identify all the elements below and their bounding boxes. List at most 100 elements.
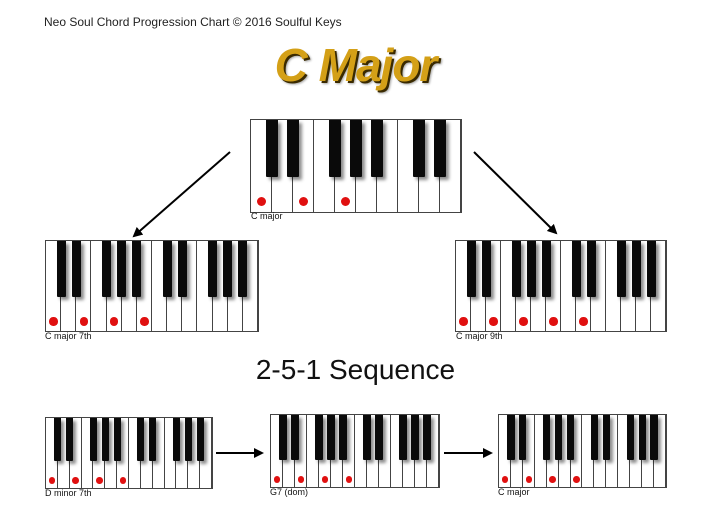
white-key	[69, 418, 82, 488]
note-dot	[501, 476, 509, 483]
note-dot	[573, 476, 580, 483]
note-dot	[341, 197, 350, 207]
black-key	[66, 418, 74, 462]
black-key	[646, 241, 656, 297]
black-key	[375, 415, 383, 460]
black-key	[54, 418, 62, 462]
black-key	[162, 241, 172, 297]
black-key	[328, 120, 342, 178]
note-dot	[49, 317, 58, 326]
black-key	[196, 418, 204, 462]
note-dot	[299, 197, 308, 207]
black-key	[149, 418, 157, 462]
note-dot	[459, 317, 468, 326]
note-dot	[257, 197, 266, 207]
note-dot	[549, 476, 556, 483]
note-dot	[140, 317, 149, 326]
black-key	[327, 415, 335, 460]
keyboard-label-c-major-9th: C major 9th	[456, 331, 503, 341]
keyboard-c-major-9th	[455, 240, 667, 332]
white-key	[152, 418, 165, 488]
arrow-to-c-major-7th	[132, 151, 231, 238]
arrow-to-c-major-9th	[473, 151, 558, 235]
note-dot	[273, 476, 281, 483]
keyboard-label-d-minor-7th: D minor 7th	[45, 488, 92, 498]
black-key	[541, 241, 551, 297]
black-key	[555, 415, 563, 460]
black-key	[101, 418, 109, 462]
black-key	[626, 415, 634, 460]
black-key	[349, 120, 363, 178]
black-key	[526, 241, 536, 297]
black-key	[102, 241, 112, 297]
black-key	[481, 241, 491, 297]
white-key	[522, 415, 535, 487]
black-key	[466, 241, 476, 297]
black-key	[71, 241, 81, 297]
note-dot	[489, 317, 498, 326]
white-key	[654, 415, 666, 487]
black-key	[638, 415, 646, 460]
note-dot	[96, 477, 103, 484]
black-key	[117, 241, 127, 297]
black-key	[602, 415, 610, 460]
black-key	[507, 415, 515, 460]
white-key	[117, 418, 129, 488]
black-key	[650, 415, 658, 460]
note-dot	[119, 477, 127, 484]
black-key	[291, 415, 299, 460]
black-key	[543, 415, 551, 460]
note-dot	[519, 317, 528, 326]
note-dot	[72, 477, 79, 484]
black-key	[423, 415, 431, 460]
black-key	[132, 241, 142, 297]
note-dot	[321, 476, 329, 483]
black-key	[223, 241, 233, 297]
chart-header: Neo Soul Chord Progression Chart © 2016 …	[44, 15, 342, 29]
note-dot	[345, 476, 353, 483]
black-key	[433, 120, 447, 178]
note-dot	[48, 477, 56, 484]
black-key	[616, 241, 626, 297]
white-key	[200, 418, 212, 488]
black-key	[184, 418, 192, 462]
black-key	[177, 241, 187, 297]
black-key	[571, 241, 581, 297]
note-dot	[549, 317, 558, 326]
white-key	[570, 415, 583, 487]
sequence-heading: 2-5-1 Sequence	[255, 354, 456, 385]
black-key	[137, 418, 145, 462]
note-dot	[579, 317, 588, 326]
note-dot	[525, 476, 533, 483]
black-key	[172, 418, 180, 462]
keyboard-label-g7-dom: G7 (dom)	[270, 487, 309, 497]
black-key	[315, 415, 323, 460]
black-key	[631, 241, 641, 297]
black-key	[265, 120, 279, 178]
keyboard-d-minor-7th	[45, 417, 213, 489]
black-key	[113, 418, 121, 462]
white-key	[606, 415, 619, 487]
black-key	[208, 241, 218, 297]
black-key	[519, 415, 527, 460]
black-key	[56, 241, 66, 297]
keyboard-c-major-small	[498, 414, 667, 488]
black-key	[412, 120, 426, 178]
black-key	[339, 415, 347, 460]
black-key	[586, 241, 596, 297]
black-key	[363, 415, 371, 460]
black-key	[511, 241, 521, 297]
keyboard-label-c-major-7th: C major 7th	[45, 331, 92, 341]
black-key	[238, 241, 248, 297]
keyboard-label-c-major: C major	[251, 211, 283, 221]
black-key	[399, 415, 407, 460]
black-key	[279, 415, 287, 460]
note-dot	[109, 317, 119, 326]
note-dot	[79, 317, 89, 326]
keyboard-label-c-major-small: C major	[498, 487, 530, 497]
black-key	[370, 120, 384, 178]
black-key	[566, 415, 575, 460]
chart-title: C Major	[274, 39, 438, 91]
black-key	[286, 120, 300, 178]
